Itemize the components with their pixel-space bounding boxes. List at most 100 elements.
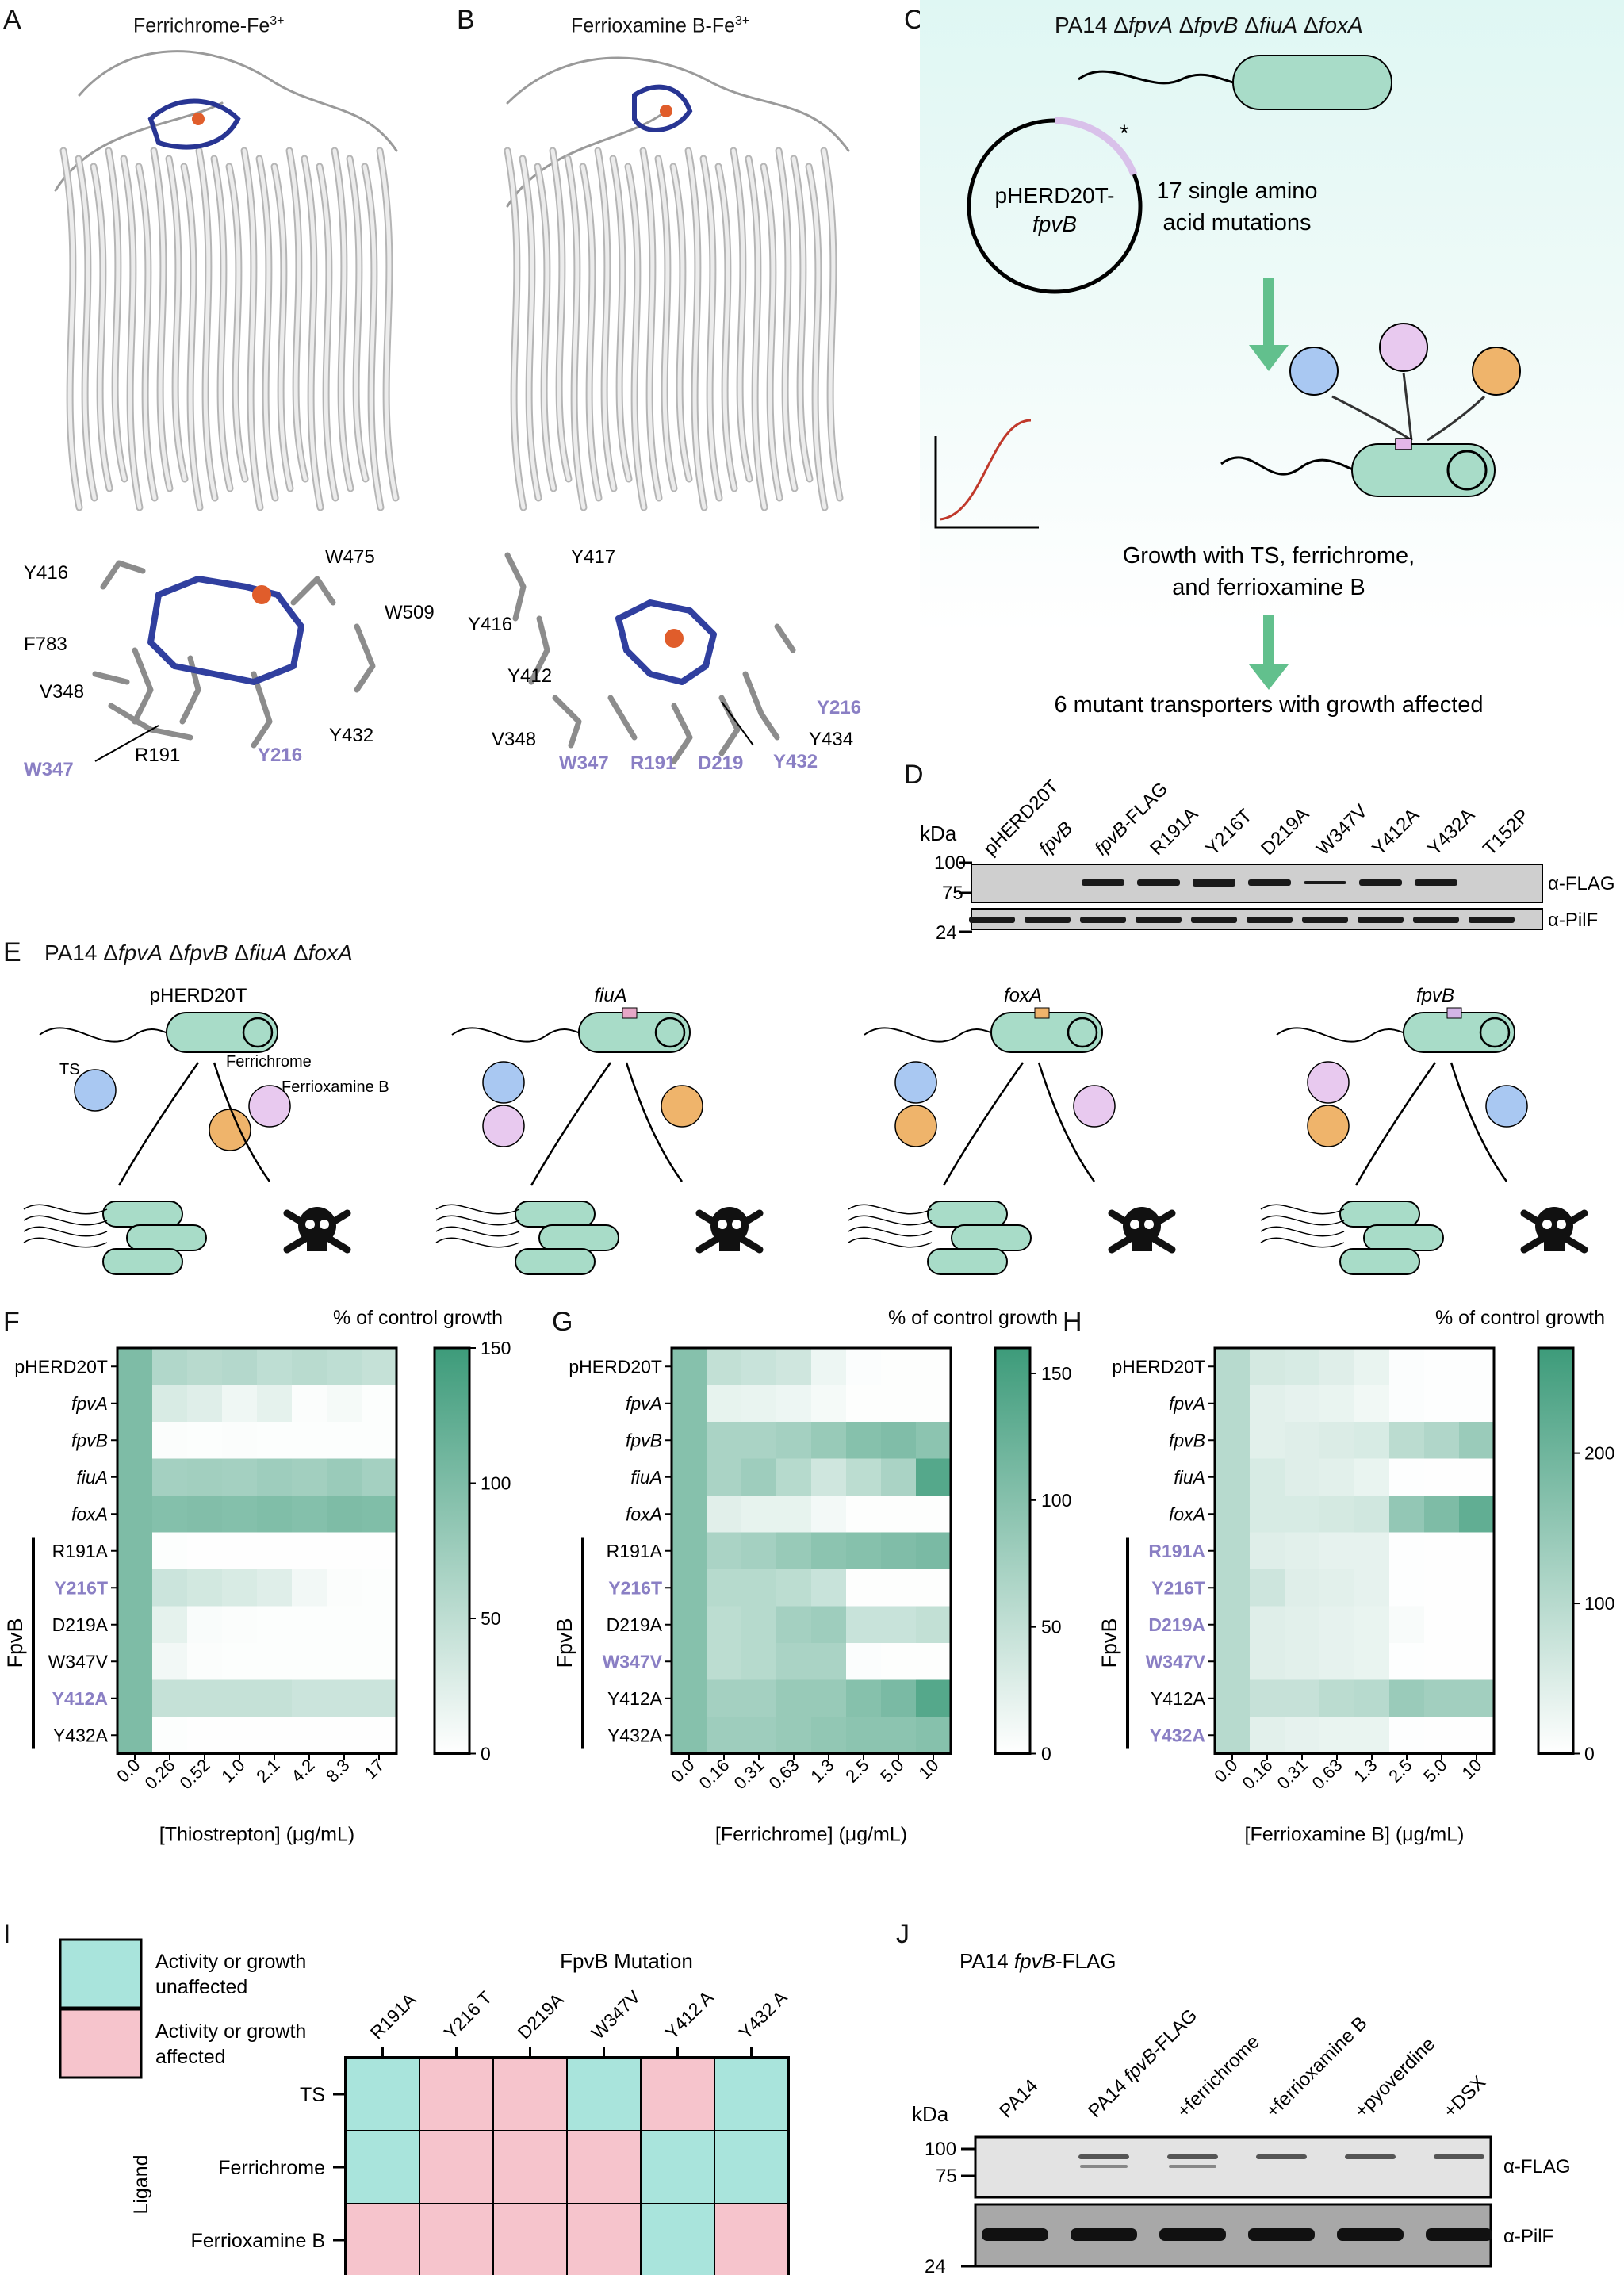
blot-band-flag [1345,2154,1396,2159]
fpvb-structure-ferrioxamine [504,56,850,511]
panel-label-e: E [3,937,21,967]
panel-e-group-title: foxA [1004,985,1042,1006]
binding-pocket-a: Y416 W475 W509 F783 V348 W347 R191 Y432 … [24,546,435,780]
heatmap-x-label: 0.31 [1274,1755,1312,1793]
heatmap-cell [292,1532,327,1570]
beta-strand-highlight [347,156,368,481]
residue-b-2: Y412 [508,665,552,687]
plasmid-gene: fpvB [1032,212,1077,236]
heatmap-cell [811,1496,847,1533]
grid-cell [345,2203,420,2275]
beta-strand-highlight [535,164,556,491]
heatmap-cell [187,1569,223,1607]
heatmap-cell [1285,1458,1320,1496]
heatmap-cell [1389,1532,1425,1570]
blot-band-flag [1137,879,1180,886]
heatmap-cell [257,1458,293,1496]
heatmap-cell [1250,1422,1285,1459]
heatmap-cell [1424,1385,1460,1423]
heatmap-cell [152,1496,188,1533]
heatmap-cell [811,1458,847,1496]
heatmap-x-axis-title: [Ferrichrome] (μg/mL) [715,1824,907,1846]
blot-d-lane-label: fpvB [1035,818,1077,860]
ligand-ball [1307,1105,1350,1147]
heatmap-cell [1285,1385,1320,1423]
heatmap-x-label: 0.0 [113,1755,144,1786]
arrow-growth [942,1062,1025,1186]
heatmap-cell [327,1532,362,1570]
heatmap-cell [327,1679,362,1718]
blot-band-pilf [1025,917,1071,923]
legend-swatch [59,2008,143,2079]
heatmap-cell [1285,1569,1320,1607]
blot-band-flag [1256,2154,1307,2159]
grid-frame [344,2056,790,2275]
heatmap-cell [846,1679,882,1718]
heatmap-cell [776,1385,812,1423]
residue-b-7: R191 [630,753,676,774]
heatmap-row-label: fiuA [1174,1467,1205,1488]
growth-line-2: and ferrioxamine B [1172,575,1365,600]
heatmap-cell [672,1348,707,1385]
heatmap-cell [292,1348,327,1385]
heatmap-cell [846,1532,882,1570]
heatmap-cell [257,1717,293,1754]
grid-y-label: Ligand [130,2154,152,2214]
beta-strand-highlight [565,156,586,510]
blot-d-lane-label: Y432A [1423,804,1479,860]
heatmap-x-label: 0.16 [695,1755,733,1793]
panel-label-a: A [3,5,21,35]
heatmap-cell [117,1532,153,1570]
chromosome [435,1226,520,1237]
heatmap-row-label: fpvA [626,1393,662,1414]
heatmap-cell [672,1385,707,1423]
panel-label-i: I [3,1919,11,1949]
heatmap-cell [292,1643,327,1680]
heatmap-x-label: 2.1 [252,1755,283,1786]
heatmap-x-label: 2.5 [1385,1755,1415,1786]
heatmap-cell [1354,1717,1390,1754]
chromosome [864,1027,1008,1043]
heatmap-cell [846,1606,882,1644]
colorbar-tick-label: 0 [1041,1744,1051,1764]
heatmap-cell [257,1422,293,1459]
result-text: 6 mutant transporters with growth affect… [1054,692,1483,718]
heatmap-cell [1250,1606,1285,1644]
beta-strand-highlight [121,156,142,510]
heatmap-cell [117,1643,153,1680]
heatmap-title: % of control growth [888,1307,1058,1329]
blot-band-pilf [1080,917,1126,923]
heatmap-x-label: 0.31 [730,1755,768,1793]
heatmap-cell [776,1569,812,1607]
panel-label-d: D [904,760,924,790]
blot-band-flag [1078,2154,1129,2159]
heatmap-cell [811,1385,847,1423]
residue-b-5: W347 [559,753,609,774]
heatmap-cell [881,1385,917,1423]
structure-b-title: Ferrioxamine B-Fe3+ [571,14,750,37]
heatmap-cell [1354,1422,1390,1459]
heatmap-row-label: D219A [607,1614,663,1635]
heatmap-cell [292,1496,327,1533]
blot-band-flag-lower [1169,2165,1216,2168]
heatmap-row-label: fpvA [71,1393,108,1414]
blot-band-pilf [969,917,1015,923]
heatmap-cell [1285,1496,1320,1533]
skull-icon [1520,1207,1588,1254]
heatmap-cell [1285,1422,1320,1459]
bacterium-colony-cell [1339,1201,1420,1228]
heatmap-cell [1250,1496,1285,1533]
heatmap-cell [1459,1496,1495,1533]
chromosome [848,1237,933,1248]
heatmap-cell [292,1569,327,1607]
heatmap-cell [1215,1385,1251,1423]
heatmap-cell [257,1606,293,1644]
heatmap-cell [916,1422,952,1459]
heatmap-cell [1424,1532,1460,1570]
heatmap-cell [707,1532,742,1570]
ligand-ball [1073,1085,1116,1128]
heatmap-cell [672,1532,707,1570]
heatmap-cell [846,1348,882,1385]
heatmap-cell [1215,1606,1251,1644]
